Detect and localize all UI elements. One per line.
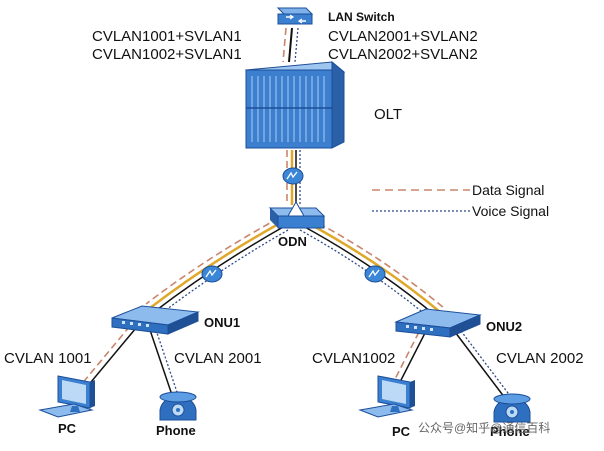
splice-icon-right <box>364 265 386 283</box>
olt-label: OLT <box>374 106 402 123</box>
onu2-pc2-black <box>397 332 426 387</box>
phone1-label: Phone <box>156 423 196 438</box>
pc2-label: PC <box>392 424 411 439</box>
onu2-label: ONU2 <box>486 319 522 334</box>
onu2-phone2-voice <box>460 330 512 398</box>
trunk-black-1 <box>288 27 293 63</box>
onu1-phone1-voice <box>155 329 179 396</box>
splice-icon-left <box>201 265 223 283</box>
olt-chassis-icon <box>244 60 346 149</box>
odn-label: ODN <box>278 234 307 249</box>
pc-icon <box>38 375 95 418</box>
phone-icon <box>493 393 531 423</box>
trunk-voice-signal <box>294 27 299 63</box>
onu1-data-vlan: CVLAN 1001 <box>4 350 92 367</box>
pc-icon <box>358 375 415 418</box>
vlan-right-line2: CVLAN2002+SVLAN2 <box>328 46 478 63</box>
vlan-left-line2: CVLAN1002+SVLAN1 <box>92 46 242 63</box>
watermark-text: 公众号@知乎@通信百科 <box>418 421 550 435</box>
vlan-left-line1: CVLAN1001+SVLAN1 <box>92 28 242 45</box>
onu1-label: ONU1 <box>204 315 240 330</box>
lan-switch-icon <box>276 7 314 25</box>
phone2-label: Phone <box>490 424 530 439</box>
legend-data-label: Data Signal <box>472 182 544 198</box>
onu1-phone1-black <box>149 329 173 396</box>
onu2-pc2-data <box>391 331 420 386</box>
onu1-voice-vlan: CVLAN 2001 <box>174 350 262 367</box>
onu2-voice-vlan: CVLAN 2002 <box>496 350 584 367</box>
onu1-pc1-black <box>85 327 137 389</box>
odn-onu1-data <box>145 217 280 305</box>
odn-onu2-data <box>308 217 445 309</box>
odn-onu2-fiber <box>305 220 441 313</box>
optical-splitter-icon <box>282 167 304 185</box>
lan-switch-label: LAN Switch <box>328 10 395 24</box>
onu2-icon <box>394 308 482 338</box>
odn-splitter-icon <box>268 200 326 229</box>
trunk-data-signal <box>282 27 287 63</box>
pc1-label: PC <box>58 421 77 436</box>
odn-onu1-fiber <box>149 220 283 309</box>
vlan-right-line1: CVLAN2001+SVLAN2 <box>328 28 478 45</box>
onu2-data-vlan: CVLAN1002 <box>312 350 395 367</box>
onu1-icon <box>111 305 200 335</box>
legend: Data Signal Voice Signal <box>372 182 549 219</box>
odn-onu1-voice <box>157 229 289 317</box>
onu1-pc1-data <box>79 325 131 387</box>
legend-voice-label: Voice Signal <box>472 203 549 219</box>
phone-icon <box>159 391 197 421</box>
onu2-phone2-black <box>454 331 506 399</box>
